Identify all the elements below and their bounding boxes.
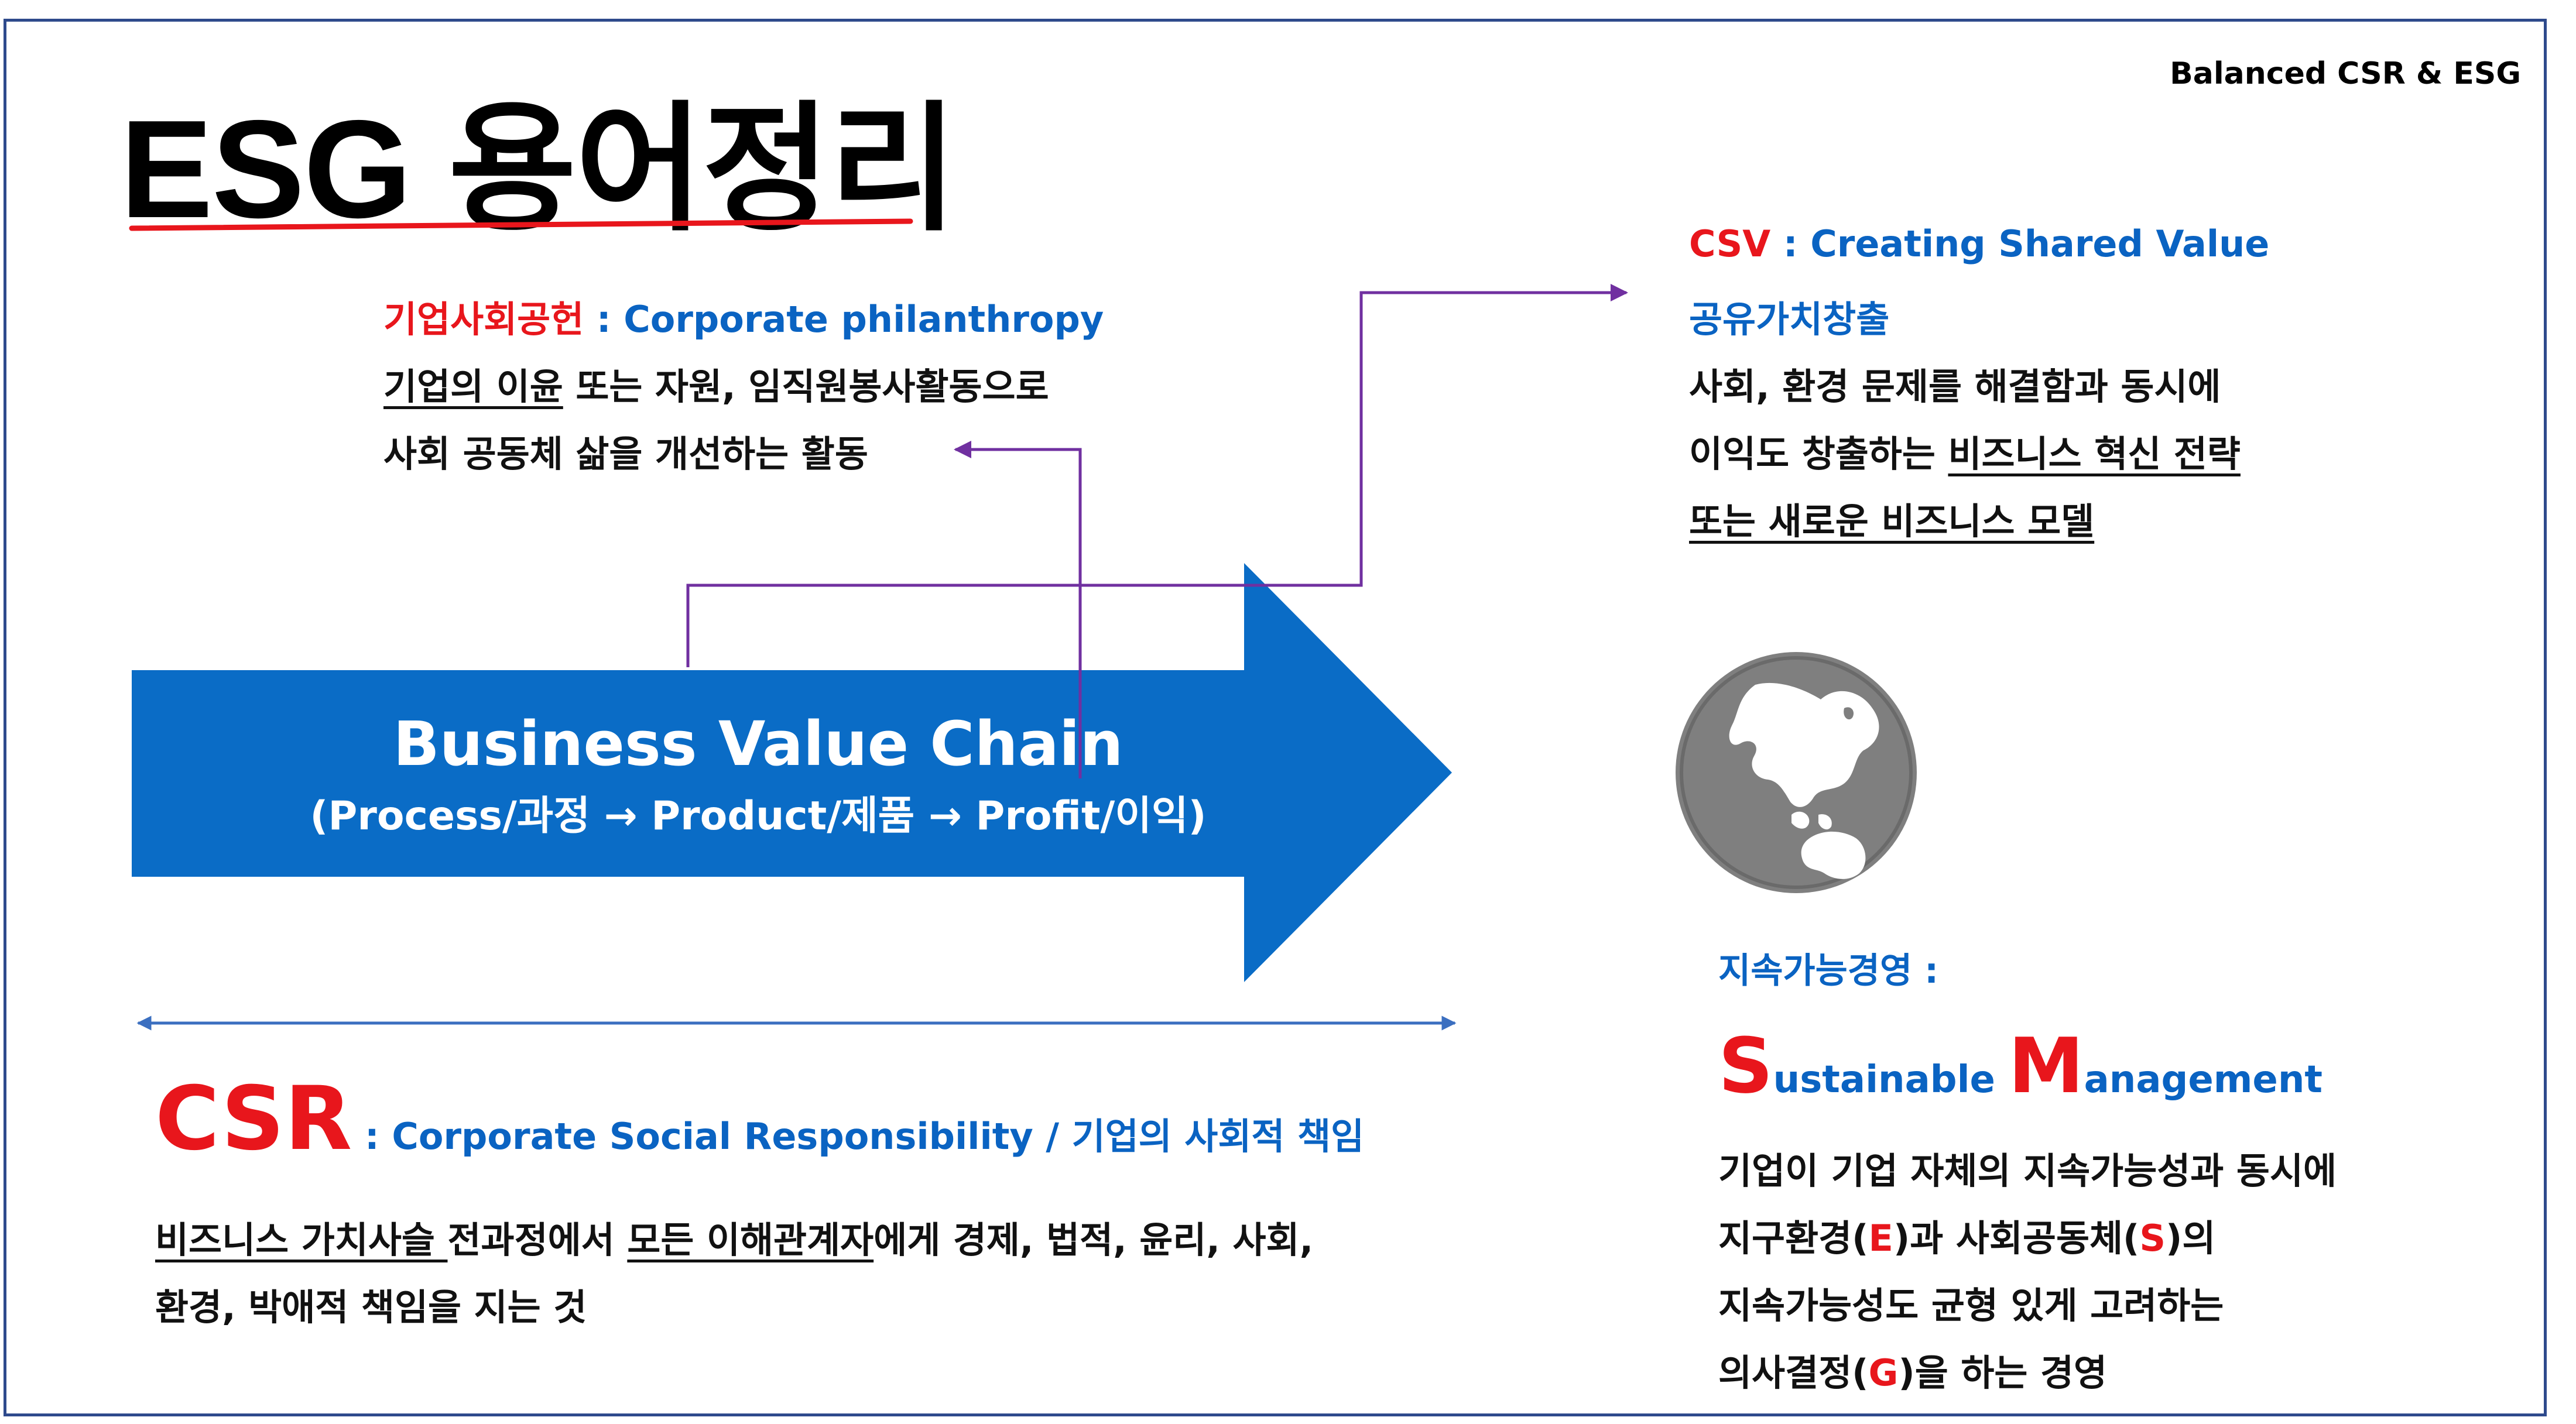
csv-heading: CSV : Creating Shared Value — [1689, 222, 2269, 265]
connector-to-philanthropy — [954, 441, 1082, 778]
csr-underlined-b: 모든 이해관계자 — [627, 1219, 874, 1261]
philanthropy-term: 기업사회공헌 — [383, 298, 584, 341]
csr-line-1: 비즈니스 가치사슬 전과정에서 모든 이해관계자에게 경제, 법적, 윤리, 사… — [155, 1210, 1313, 1263]
sm-line2-b: )과 사회공동체( — [1893, 1217, 2140, 1260]
sustainable-line-3: 지속가능성도 균형 있게 고려하는 — [1718, 1284, 2224, 1327]
csr-line1-mid: 전과정에서 — [447, 1219, 628, 1261]
csv-line2-plain: 이익도 창출하는 — [1689, 433, 1948, 475]
sm-rest-m: anagement — [2084, 1058, 2322, 1102]
csr-line-2: 환경, 박애적 책임을 지는 것 — [155, 1286, 587, 1329]
philanthropy-line-1: 기업의 이윤 또는 자원, 임직원봉사활동으로 — [383, 357, 1049, 410]
csr-underlined-a: 비즈니스 가치사슬 — [155, 1219, 448, 1261]
csv-line2-underlined: 비즈니스 혁신 전략 — [1948, 433, 2241, 475]
csv-english: Creating Shared Value — [1810, 222, 2270, 265]
slide-frame — [4, 19, 2547, 1416]
sustainable-line-1: 기업이 기업 자체의 지속가능성과 동시에 — [1718, 1150, 2337, 1192]
philanthropy-english: Corporate philanthropy — [624, 298, 1104, 341]
value-chain-subtitle: (Process/과정 → Product/제품 → Profit/이익) — [310, 793, 1207, 839]
value-chain-arrow — [132, 563, 1452, 982]
value-chain-title: Business Value Chain — [393, 708, 1123, 780]
sm-letter-e: E — [1868, 1217, 1893, 1260]
csv-separator: : — [1770, 222, 1811, 265]
philanthropy-line-2: 사회 공동체 삶을 개선하는 활동 — [383, 433, 868, 475]
sustainable-line-2: 지구환경(E)과 사회공동체(S)의 — [1718, 1209, 2215, 1261]
brand-label: Balanced CSR & ESG — [2170, 56, 2521, 91]
philanthropy-heading: 기업사회공헌 : Corporate philanthropy — [383, 290, 1104, 342]
sustainable-heading: 지속가능경영 : — [1718, 951, 1939, 991]
sm-line4-b: )을 하는 경영 — [1898, 1351, 2108, 1394]
csv-line3-underlined: 또는 새로운 비즈니스 모델 — [1689, 500, 2095, 543]
sustainable-management-title: Sustainable Management — [1718, 1024, 2322, 1108]
sm-line4-a: 의사결정( — [1718, 1351, 1869, 1394]
csr-term: CSR — [155, 1068, 352, 1170]
sustainable-line-4: 의사결정(G)을 하는 경영 — [1718, 1343, 2107, 1396]
csv-line-1: 사회, 환경 문제를 해결함과 동시에 — [1689, 365, 2221, 408]
sm-rest-s: ustainable — [1773, 1058, 2009, 1102]
csr-heading: CSR : Corporate Social Responsibility / … — [155, 1071, 1364, 1168]
csr-description: : Corporate Social Responsibility / 기업의 … — [352, 1115, 1365, 1158]
sm-line2-a: 지구환경( — [1718, 1217, 1869, 1260]
globe-icon — [1676, 652, 1917, 893]
sm-letter-s-small: S — [2139, 1217, 2166, 1260]
sm-line2-c: )의 — [2166, 1217, 2216, 1260]
csv-line-3: 또는 새로운 비즈니스 모델 — [1689, 492, 2094, 544]
csv-term: CSV — [1689, 222, 1771, 265]
sm-letter-s: S — [1718, 1021, 1773, 1110]
csv-line-2: 이익도 창출하는 비즈니스 혁신 전략 — [1689, 424, 2241, 477]
philanthropy-line1-rest: 또는 자원, 임직원봉사활동으로 — [563, 365, 1049, 408]
philanthropy-separator: : — [584, 298, 624, 341]
csr-line1-rest: 에게 경제, 법적, 윤리, 사회, — [873, 1219, 1314, 1261]
csv-korean: 공유가치창출 — [1689, 298, 1890, 341]
title-underline — [129, 218, 913, 231]
philanthropy-underlined: 기업의 이윤 — [383, 365, 563, 408]
sm-letter-m: M — [2008, 1021, 2084, 1110]
connector-to-csv — [686, 284, 1628, 667]
sm-letter-g: G — [1868, 1351, 1899, 1394]
